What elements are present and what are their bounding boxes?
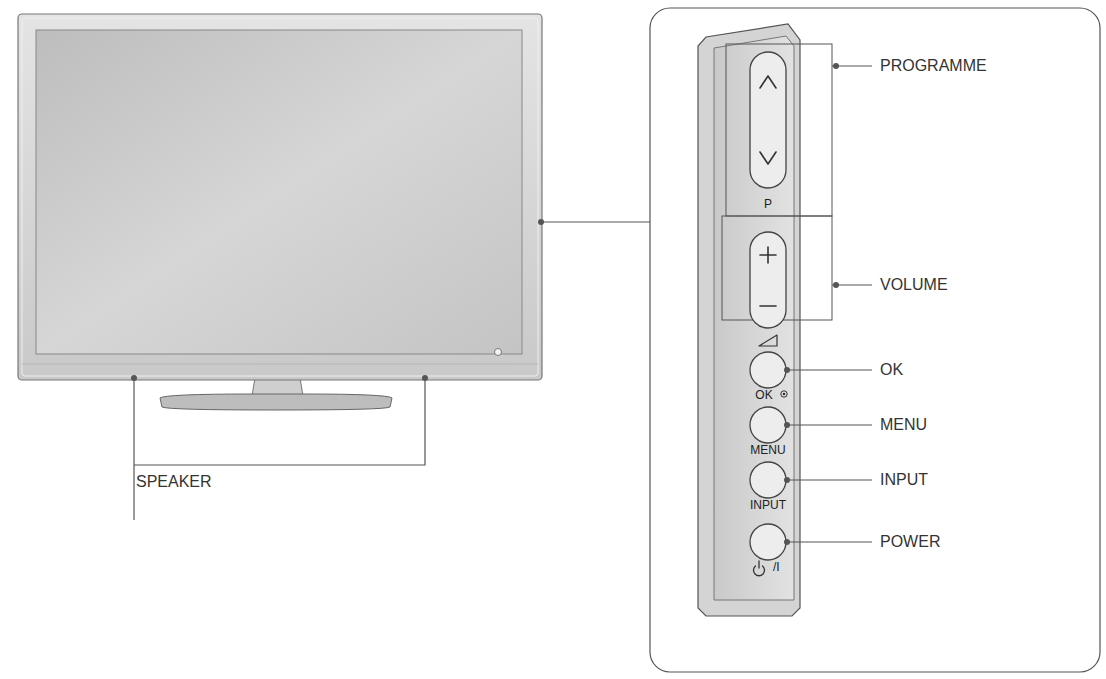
label-leaders [786, 66, 872, 542]
detail-leader [541, 221, 650, 222]
button-legend: OK [755, 389, 772, 401]
detail-frame [650, 8, 1100, 672]
part-label: MENU [880, 417, 927, 433]
part-label: OK [880, 362, 903, 378]
tv-set [18, 14, 542, 410]
button-legend: INPUT [750, 499, 786, 511]
button-legend: /I [773, 561, 780, 573]
part-label: PROGRAMME [880, 58, 987, 74]
ok-dot-symbol [781, 391, 787, 397]
leader-dot [538, 219, 544, 225]
part-label: SPEAKER [136, 474, 212, 490]
part-label: VOLUME [880, 277, 948, 293]
speaker-leader [134, 378, 425, 520]
part-label: POWER [880, 534, 940, 550]
button-legend: P [764, 198, 772, 210]
leader-dot [784, 63, 839, 545]
button-legend: MENU [750, 444, 785, 456]
part-label: INPUT [880, 472, 928, 488]
buttons [750, 52, 786, 560]
ok-dot-symbol [783, 393, 786, 396]
programme-group [726, 44, 832, 216]
leader-dot [131, 375, 137, 381]
leader-dot [422, 375, 428, 381]
